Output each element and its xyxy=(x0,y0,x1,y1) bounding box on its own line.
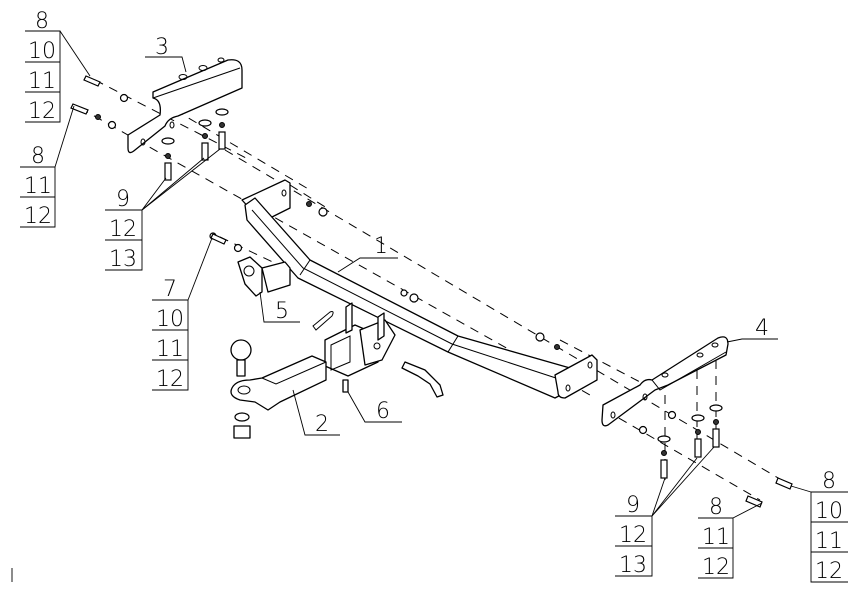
callout-number: 11 xyxy=(156,337,184,362)
left-fasteners xyxy=(70,75,229,181)
callout-number: 12 xyxy=(619,523,647,548)
callout-number: 12 xyxy=(815,559,843,584)
bracket-right-part-4 xyxy=(601,336,729,427)
callout-top-left-b: 8 11 12 xyxy=(20,105,75,229)
callout-number: 10 xyxy=(28,39,56,64)
callout-number: 8 xyxy=(709,495,723,520)
callout-number: 8 xyxy=(35,9,49,34)
callout-bottom-right-b: 8 11 12 xyxy=(698,495,763,580)
callout-number: 9 xyxy=(626,493,640,518)
callout-number: 8 xyxy=(822,469,836,494)
part-label-6: 6 xyxy=(347,391,402,424)
crossbar-part-1 xyxy=(241,179,598,399)
callout-number: 12 xyxy=(24,204,52,229)
callout-number: 12 xyxy=(28,99,56,124)
callout-number: 6 xyxy=(376,399,390,424)
callout-number: 11 xyxy=(28,69,56,94)
callout-number: 12 xyxy=(109,217,137,242)
callout-number: 8 xyxy=(31,144,45,169)
callout-number: 10 xyxy=(815,499,843,524)
callout-left-bolts: 9 12 13 xyxy=(105,148,221,272)
callout-bottom-right-a: 8 10 11 12 xyxy=(790,469,848,584)
callout-number: 1 xyxy=(374,234,388,259)
callout-number: 2 xyxy=(315,412,329,437)
assembly-axes xyxy=(79,79,791,501)
part-label-3: 3 xyxy=(145,35,187,73)
part-label-4: 4 xyxy=(726,316,778,343)
callout-number: 11 xyxy=(702,525,730,550)
callout-number: 9 xyxy=(116,187,130,212)
part-label-5: 5 xyxy=(259,291,300,324)
right-fasteners xyxy=(638,404,793,508)
callout-number: 5 xyxy=(275,299,289,324)
socket-plate-part-5 xyxy=(209,232,291,297)
callout-number: 12 xyxy=(702,555,730,580)
callout-number: 4 xyxy=(755,316,769,341)
safety-pin xyxy=(312,311,334,331)
ball-mount-part-2 xyxy=(230,339,349,439)
callout-bottom-right-bolts: 9 12 13 xyxy=(615,446,715,578)
callout-number: 7 xyxy=(163,277,177,302)
part-label-1: 1 xyxy=(337,234,398,273)
callout-number: 3 xyxy=(155,35,169,60)
callout-top-left-a: 8 10 11 12 xyxy=(25,9,91,124)
bracket-left-part-3 xyxy=(127,57,243,154)
callout-socket-bolt: 7 10 11 12 xyxy=(152,237,213,392)
callout-number: 12 xyxy=(156,367,184,392)
callout-number: 11 xyxy=(24,174,52,199)
callout-number: 10 xyxy=(156,307,184,332)
callout-number: 13 xyxy=(109,247,137,272)
part-label-2: 2 xyxy=(292,389,340,437)
hitch-pin xyxy=(401,361,444,398)
callout-number: 11 xyxy=(815,529,843,554)
callout-number: 13 xyxy=(619,553,647,578)
